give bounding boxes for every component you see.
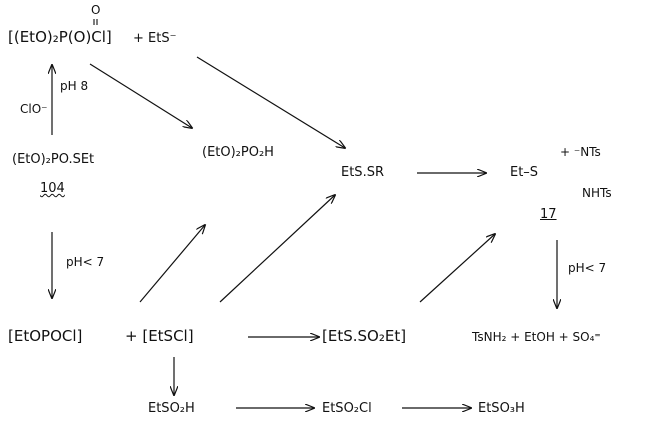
sulfilimine-imide: + ⁻NTs — [560, 145, 601, 159]
hypochlorite-reagent: ClO⁻ — [20, 102, 48, 116]
arrow-hydrolysis-1 — [89, 63, 192, 128]
disulfide: EtS.SR — [341, 165, 384, 180]
ethanesulfonic-acid: EtSO₃H — [478, 401, 525, 416]
ph-acid-left: pH< 7 — [66, 255, 105, 269]
p-oxo-label: O — [91, 3, 101, 17]
arrow-thiosulfonate-to-17 — [419, 234, 495, 303]
arrow-thiolate-to-disulfide — [196, 56, 345, 148]
compound-104: 104 — [40, 181, 65, 196]
ethanesulfinic-acid: EtSO₂H — [148, 401, 195, 416]
thiophosphate: (EtO)₂PO.SEt — [12, 152, 95, 167]
final-products: TsNH₂ + EtOH + SO₄⁼ — [472, 330, 601, 344]
compound-17: 17 — [540, 207, 557, 222]
ethylsulfenyl-chloride: + [EtSCl] — [125, 327, 194, 345]
diethyl-phosphate: (EtO)₂PO₂H — [202, 145, 274, 160]
ph8-condition: pH 8 — [60, 79, 89, 93]
ph-acid-right: pH< 7 — [568, 261, 607, 275]
arrow-sulfenyl-to-disulfide — [219, 195, 335, 303]
thiosulfonate: [EtS.SO₂Et] — [322, 327, 407, 345]
ethanethiolate: + EtS⁻ — [133, 31, 177, 46]
sulfilimine-amide: NHTs — [582, 186, 612, 200]
sulfilimine-core: Et–S — [510, 165, 539, 180]
ethanesulfonyl-chloride: EtSO₂Cl — [322, 401, 372, 416]
ethoxyphosphoryl-chloride: [EtOPOCl] — [8, 327, 83, 345]
arrow-hydrolysis-2 — [139, 225, 205, 303]
phosphoryl-chloride: [(EtO)₂P(O)Cl] — [8, 28, 112, 46]
